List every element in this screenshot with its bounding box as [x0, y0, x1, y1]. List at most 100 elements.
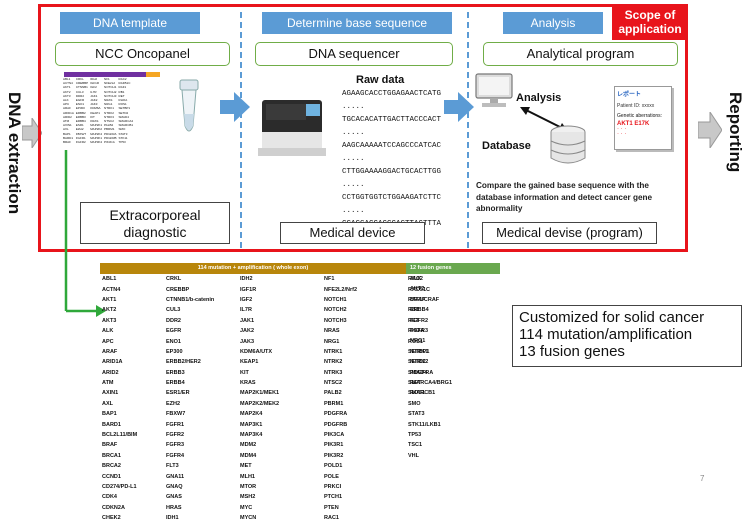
gene-cell: NTRK3	[324, 369, 343, 376]
medical-device-box: Medical device	[280, 222, 425, 244]
gene-cell: STAT3	[408, 411, 425, 418]
gene-cell	[406, 492, 500, 502]
info-line-1: Customized for solid cancer	[519, 309, 705, 326]
gene-cell: IGF1R	[240, 286, 257, 293]
extracorporeal-diagnostic-label: Extracorporeal diagnostic	[109, 207, 201, 240]
gene-cell: PIK3CA	[324, 432, 345, 439]
fusion-gene: NTRK1	[410, 348, 429, 355]
gene-cell: HRAS	[166, 504, 182, 511]
gene-cell: RAC2	[408, 276, 423, 283]
gene-cell: FGFR4	[166, 452, 185, 459]
gene-cell: NTSC2	[324, 380, 343, 387]
gene-cell: MAP2K4	[240, 411, 263, 418]
dna-extraction-label: DNA extraction	[5, 92, 24, 215]
gene-table-header-fusion: 12 fusion genes	[406, 263, 500, 274]
gene-cell: MET	[240, 463, 252, 470]
gene-cell: CDK4	[102, 494, 117, 501]
gene-cell: RHOA	[408, 328, 425, 335]
scope-of-application-box	[38, 4, 688, 252]
gene-table-row: AKT2CUL3IL7RNOTCH2RB1ERBB4	[100, 305, 500, 315]
sequence-line: AGAAGCACCTGGAGAACTCATG	[342, 90, 442, 98]
gene-cell: MTOR	[240, 484, 257, 490]
gene-cell	[406, 513, 500, 523]
gene-cell: ATM	[102, 380, 114, 387]
fusion-gene: ALK	[410, 276, 422, 282]
sequence-line: .....	[342, 207, 365, 215]
gene-cell: MAP2K1/MEK1	[240, 390, 280, 397]
gene-cell: NOTCH3	[324, 317, 347, 324]
medical-devise-program-label: Medical devise (program)	[496, 225, 643, 240]
gene-cell: CD274/PD-L1	[102, 484, 137, 490]
gene-cell: ABL1	[102, 276, 117, 283]
gene-cell: PDGFRB	[324, 421, 348, 428]
gene-cell: NTRK2	[324, 359, 343, 366]
fusion-gene: FGFR2	[410, 317, 429, 324]
gene-cell: GNAQ	[166, 484, 183, 490]
gene-cell: PIK3R1	[324, 442, 344, 449]
gene-cell: FBXW7	[166, 411, 186, 418]
separator-2	[467, 12, 469, 248]
gene-cell: MAP2K2/MEK2	[240, 400, 280, 407]
fusion-gene: NRG1	[410, 338, 426, 345]
raw-sequence-list: AGAAGCACCTGGAGAACTCATG.....TGCACACATTGAC…	[342, 88, 441, 244]
gene-cell: AKT3	[102, 317, 117, 324]
info-line-2: 114 mutation/amplification	[519, 326, 693, 343]
raw-data-title: Raw data	[356, 74, 405, 86]
report-paper: レポート Patient ID: xxxxx Genetic aberratio…	[614, 86, 672, 150]
gene-cell: IDH1	[166, 515, 179, 522]
flow-arrow-2	[444, 92, 474, 122]
database-icon	[550, 125, 586, 164]
gene-cell: FGFR3	[166, 442, 185, 449]
gene-cell: FGFR1	[166, 421, 185, 428]
fusion-gene: BRAF	[410, 296, 426, 303]
gene-cell: ROS1	[408, 338, 423, 345]
gene-cell: ARID2	[102, 369, 119, 376]
determine-base-sequence-header: Determine base sequence	[262, 12, 452, 34]
gene-cell: APC	[102, 338, 114, 345]
gene-cell: CHEK2	[102, 515, 121, 522]
gene-panel-table: 114 mutation + amplification ( whole exo…	[100, 263, 500, 523]
left-gray-arrow	[22, 118, 42, 148]
gene-cell: SMARCB1	[408, 390, 436, 397]
dna-template-header: DNA template	[60, 12, 200, 34]
gene-cell: MYCN	[240, 515, 257, 522]
sequence-line: .....	[342, 181, 365, 189]
gene-cell: MSH2	[240, 494, 256, 501]
gene-cell: PBRM1	[324, 400, 344, 407]
sequence-line: AAGCAAAAATCCAGCCCATCAC	[342, 142, 442, 150]
gene-cell: RAF1/CRAF	[408, 296, 440, 303]
gene-cell: NRAS	[324, 328, 340, 335]
gene-cell: RAD51C	[408, 286, 431, 293]
gene-cell: RAC1	[324, 515, 339, 522]
gene-cell: PTCH1	[324, 494, 343, 501]
gene-cell: JAK3	[240, 338, 255, 345]
gene-cell: IGF2	[240, 296, 253, 303]
gene-cell: PALB2	[324, 390, 342, 397]
gene-cell: PIK3R2	[324, 452, 344, 459]
gene-cell: SMO	[408, 400, 421, 407]
report-title: レポート	[617, 92, 642, 98]
gene-cell: EGFR	[166, 328, 182, 335]
gene-cell: AKT1	[102, 296, 117, 303]
gene-table-row: APCENO1JAK3NRG1ROS1NRG1	[100, 336, 500, 346]
separator-1	[240, 12, 242, 248]
gene-cell: NF1	[324, 276, 335, 283]
gene-cell: POLE	[324, 473, 339, 480]
dna-sequencer-machine-icon	[258, 100, 326, 156]
gene-cell: TSC1	[408, 442, 423, 449]
gene-cell: MYC	[240, 504, 253, 511]
gene-cell: NOTCH2	[324, 307, 347, 314]
gene-cell: JAK2	[240, 328, 255, 335]
gene-cell: JAK1	[240, 317, 255, 324]
info-box: Customized for solid cancer 114 mutation…	[512, 305, 742, 367]
